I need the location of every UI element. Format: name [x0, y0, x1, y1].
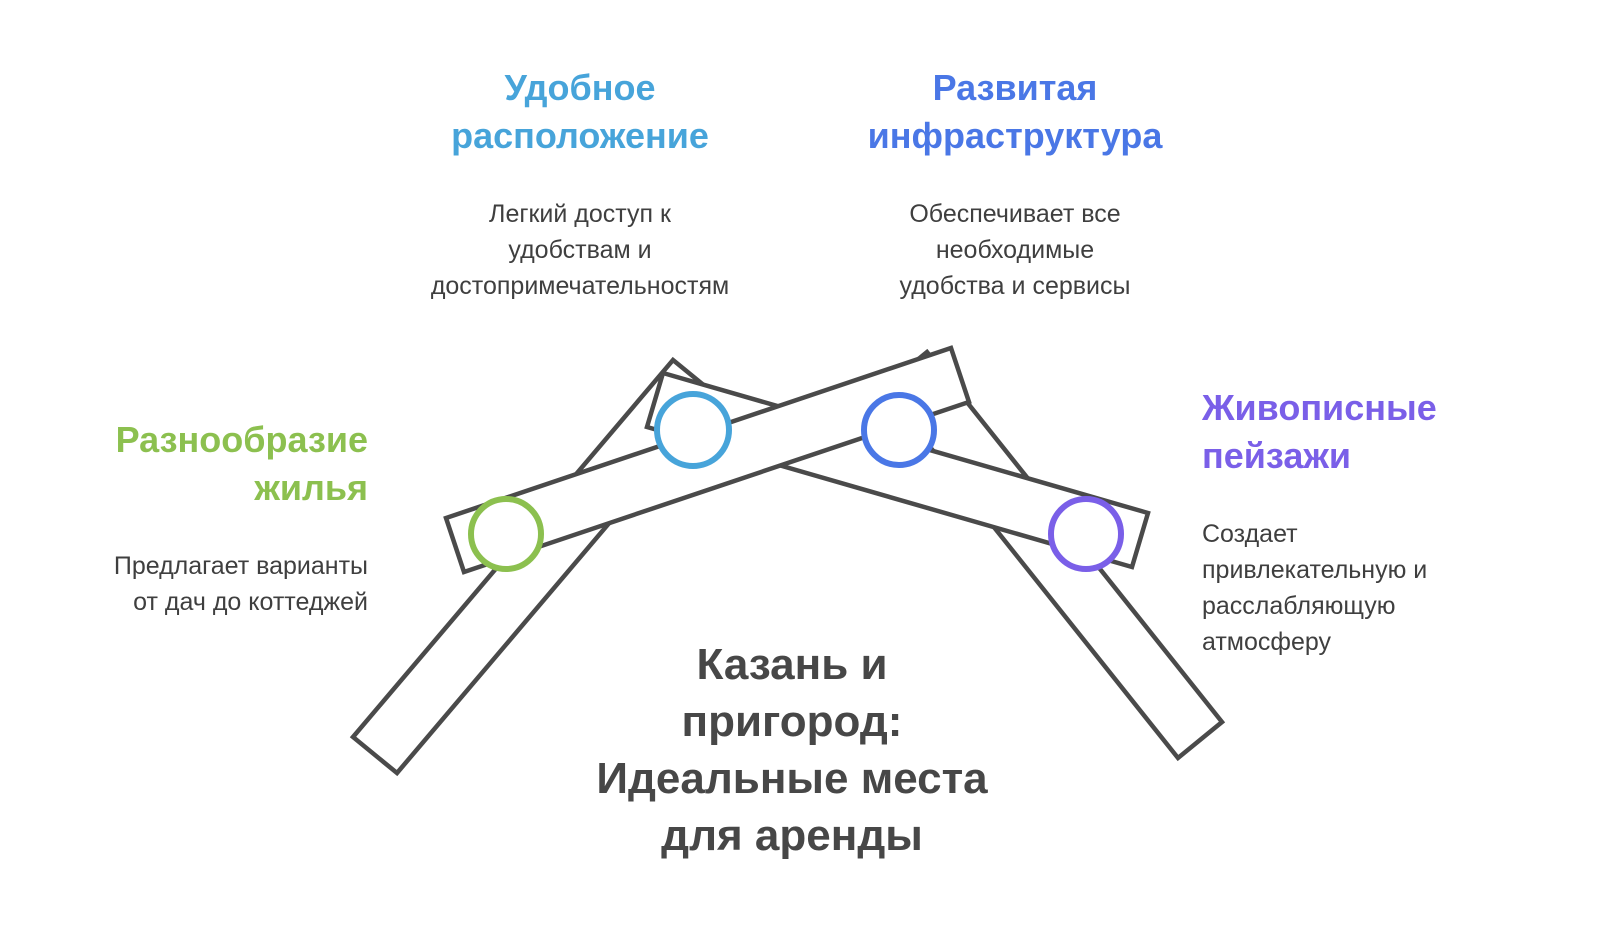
node-housing-variety — [468, 496, 544, 572]
main-title: Казань и пригород: Идеальные места для а… — [596, 640, 988, 860]
feature-scenic-landscapes: Живописные пейзажи Создает привлекательн… — [1202, 366, 1532, 678]
node-convenient-location — [654, 391, 732, 469]
feature-heading-housing-variety: Разнообразие жилья — [115, 419, 368, 508]
node-developed-infrastructure — [861, 392, 937, 468]
feature-description-developed-infrastructure: Обеспечивает все необходимые удобства и … — [899, 200, 1131, 300]
node-scenic-landscapes — [1048, 496, 1124, 572]
feature-developed-infrastructure: Развитая инфраструктура Обеспечивает все… — [825, 46, 1205, 322]
feature-heading-scenic-landscapes: Живописные пейзажи — [1202, 387, 1437, 476]
feature-description-convenient-location: Легкий доступ к удобствам и достопримеча… — [430, 200, 730, 300]
feature-description-housing-variety: Предлагает варианты от дач до коттеджей — [113, 552, 368, 616]
feature-heading-convenient-location: Удобное расположение — [451, 67, 709, 156]
feature-housing-variety: Разнообразие жилья Предлагает варианты о… — [38, 398, 368, 638]
feature-heading-developed-infrastructure: Развитая инфраструктура — [867, 67, 1163, 156]
feature-convenient-location: Удобное расположение Легкий доступ к удо… — [390, 46, 770, 322]
feature-description-scenic-landscapes: Создает привлекательную и расслабляющую … — [1202, 520, 1428, 656]
